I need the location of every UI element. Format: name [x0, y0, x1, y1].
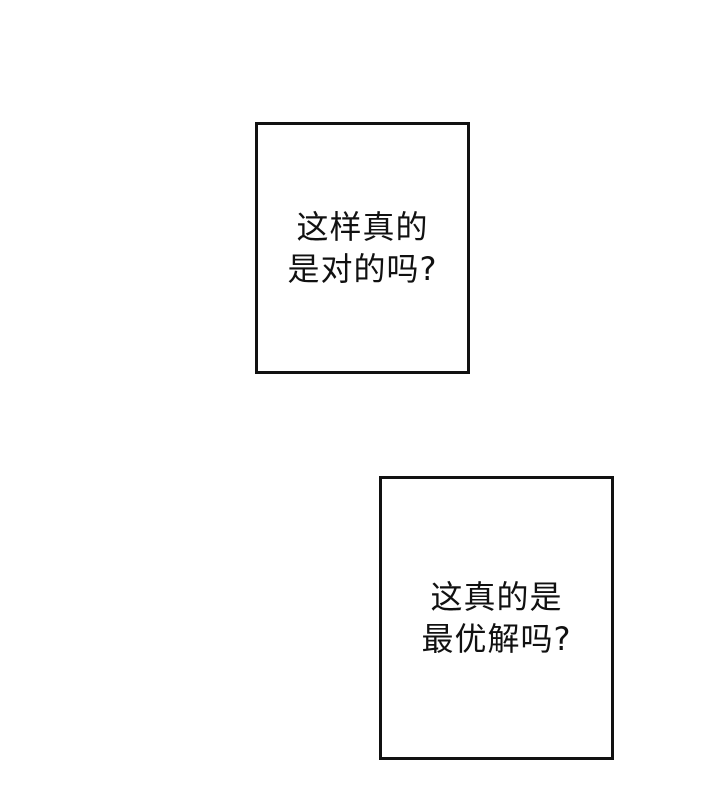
caption-1-line-1: 这样真的	[296, 208, 429, 246]
caption-1-line-2: 是对的吗?	[287, 250, 438, 288]
caption-2-line-2: 最优解吗?	[421, 620, 572, 658]
caption-box-2: 这真的是 最优解吗?	[379, 476, 614, 760]
caption-text-2: 这真的是 最优解吗?	[422, 576, 572, 660]
caption-box-1: 这样真的 是对的吗?	[255, 122, 470, 374]
caption-2-line-1: 这真的是	[430, 578, 563, 616]
caption-text-1: 这样真的 是对的吗?	[288, 206, 438, 290]
